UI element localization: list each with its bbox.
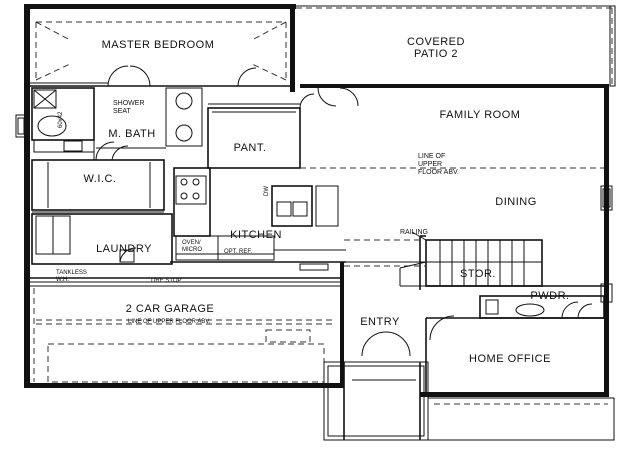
oven-micro-note-2: MICRO bbox=[182, 247, 202, 253]
upper-floor-line-note-1: LINE OF bbox=[418, 153, 445, 160]
exterior-walls bbox=[24, 4, 609, 397]
covered-patio-label-2: PATIO 2 bbox=[414, 48, 458, 60]
tire-stop-note: TIRE STOP bbox=[150, 278, 182, 284]
m-bath-label: M. BATH bbox=[108, 128, 155, 140]
storage-label: STOR. bbox=[460, 268, 496, 280]
interior-lines bbox=[300, 167, 604, 287]
pantry bbox=[207, 87, 359, 169]
master-bath: 60x42 bbox=[31, 87, 203, 161]
walk-in-closet bbox=[31, 145, 165, 213]
railing-note: RAILING bbox=[400, 229, 428, 236]
master-bedroom-label: MASTER BEDROOM bbox=[102, 39, 215, 51]
garage-label: 2 CAR GARAGE bbox=[126, 303, 215, 315]
stairs bbox=[344, 235, 604, 290]
home-office-label: HOME OFFICE bbox=[469, 353, 551, 365]
tub-size-label: 60x42 bbox=[58, 111, 64, 128]
opt-ref-note: OPT. REF. bbox=[224, 249, 252, 255]
dining-label: DINING bbox=[495, 196, 537, 208]
laundry bbox=[31, 213, 173, 265]
kitchen-label: KITCHEN bbox=[230, 229, 282, 241]
oven-micro-note-1: OVEN/ bbox=[182, 240, 201, 246]
garage-upper-floor-note: LINE OF UPPER FLOOR ABV. bbox=[128, 319, 211, 325]
tankless-note-2: W.H. bbox=[56, 277, 69, 283]
laundry-label: LAUNDRY bbox=[96, 243, 152, 255]
garage bbox=[30, 277, 342, 383]
covered-patio-outline bbox=[296, 5, 616, 87]
tankless-note-1: TANKLESS bbox=[56, 270, 87, 276]
upper-floor-line-note-2: UPPER bbox=[418, 161, 442, 168]
entry-label: ENTRY bbox=[360, 316, 400, 328]
home-office bbox=[425, 315, 604, 396]
kitchen: DW bbox=[170, 167, 346, 271]
powder-room-label: PWDR. bbox=[530, 290, 569, 302]
shower-seat-label-1: SHOWER bbox=[113, 100, 145, 107]
entry-porch bbox=[323, 331, 615, 441]
window-markers bbox=[15, 114, 613, 303]
pantry-label: PANT. bbox=[234, 142, 267, 154]
shower-seat-label-2: SEAT bbox=[113, 108, 131, 115]
family-room-label: FAMILY ROOM bbox=[440, 109, 521, 121]
covered-patio-label-1: COVERED bbox=[407, 36, 465, 48]
upper-floor-line-note-3: FLOOR ABV. bbox=[418, 169, 459, 176]
wic-label: W.I.C. bbox=[84, 173, 117, 185]
master-bedroom bbox=[30, 21, 290, 87]
dishwasher-label: DW bbox=[264, 186, 270, 196]
